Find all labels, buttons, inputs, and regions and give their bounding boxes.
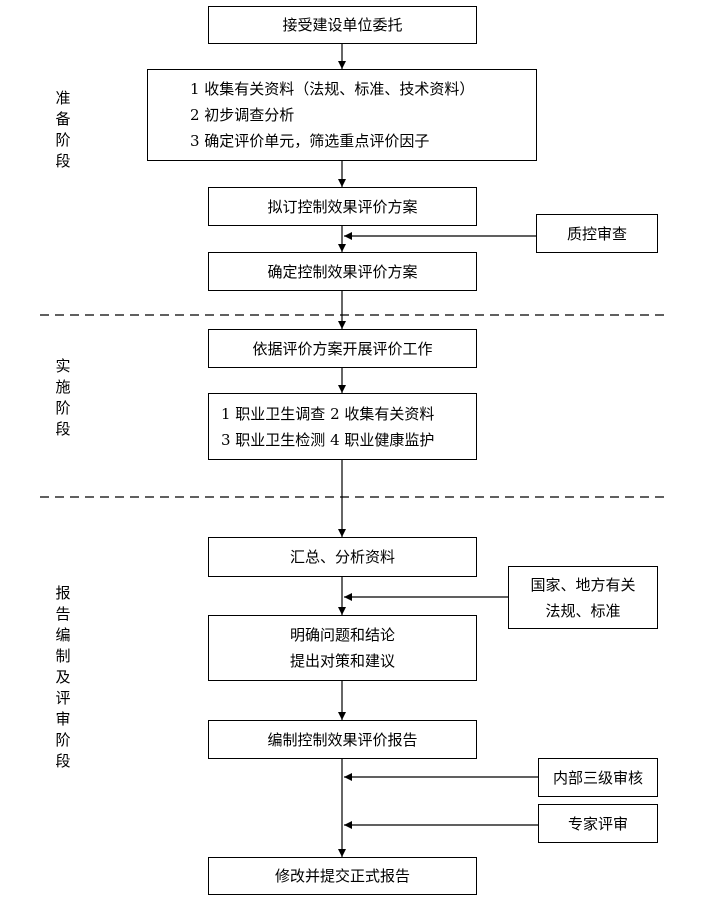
conclusions-line-1: 明确问题和结论 [289,626,395,644]
conclusions-box: 明确问题和结论 提出对策和建议 [208,615,477,681]
expert-review-box: 专家评审 [538,804,658,843]
implementation-steps-box: 1 职业卫生调查 2 收集有关资料 3 职业卫生检测 4 职业健康监护 [208,393,477,460]
prep-step-3: 3 确定评价单元，筛选重点评价因子 [190,132,430,150]
regulations-line-2: 法规、标准 [545,601,621,620]
impl-steps-line-1: 1 职业卫生调查 2 收集有关资料 [221,404,435,423]
compile-report-text: 编制控制效果评价报告 [267,730,418,749]
accept-commission-box: 接受建设单位委托 [208,6,477,44]
conduct-evaluation-text: 依据评价方案开展评价工作 [252,339,433,358]
internal-review-box: 内部三级审核 [538,758,658,797]
stage-label-implementation: 实施阶段 [55,357,71,438]
conduct-evaluation-box: 依据评价方案开展评价工作 [208,329,477,368]
final-report-box: 修改并提交正式报告 [208,857,477,895]
prep-step-2: 2 初步调查分析 [190,106,295,124]
prep-step-1: 1 收集有关资料（法规、标准、技术资料） [190,80,475,98]
preparation-steps-box: 1 收集有关资料（法规、标准、技术资料） 2 初步调查分析 3 确定评价单元，筛… [147,69,537,161]
draft-plan-box: 拟订控制效果评价方案 [208,187,477,226]
qc-review-text: 质控审查 [566,224,627,243]
internal-review-text: 内部三级审核 [552,768,643,787]
final-report-text: 修改并提交正式报告 [274,867,410,885]
draft-plan-text: 拟订控制效果评价方案 [267,197,418,216]
regulations-box: 国家、地方有关 法规、标准 [508,566,658,629]
summarize-text: 汇总、分析资料 [289,548,395,566]
accept-commission-text: 接受建设单位委托 [282,16,403,34]
stage-label-preparation: 准备阶段 [55,89,71,170]
confirm-plan-box: 确定控制效果评价方案 [208,252,477,291]
stage-label-report: 报告编制及评审阶段 [55,584,71,770]
confirm-plan-text: 确定控制效果评价方案 [267,262,418,281]
summarize-box: 汇总、分析资料 [208,537,477,577]
compile-report-box: 编制控制效果评价报告 [208,720,477,759]
impl-steps-line-2: 3 职业卫生检测 4 职业健康监护 [221,430,435,449]
expert-review-text: 专家评审 [567,814,628,833]
conclusions-line-2: 提出对策和建议 [289,652,395,670]
qc-review-box: 质控审查 [536,214,658,253]
regulations-line-1: 国家、地方有关 [530,575,636,594]
